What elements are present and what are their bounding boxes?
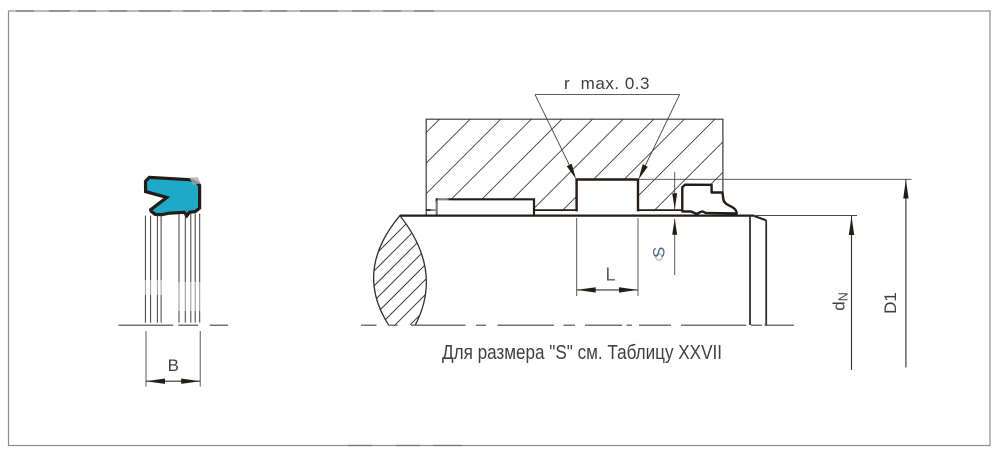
svg-text:L: L bbox=[605, 265, 615, 285]
svg-text:S: S bbox=[650, 247, 669, 258]
svg-text:B: B bbox=[168, 356, 179, 375]
svg-text:Для размера "S" см. Таблицу XX: Для размера "S" см. Таблицу XXVII bbox=[442, 342, 722, 364]
svg-text:r max. 0.3: r max. 0.3 bbox=[564, 74, 650, 93]
svg-text:D1: D1 bbox=[881, 292, 900, 314]
